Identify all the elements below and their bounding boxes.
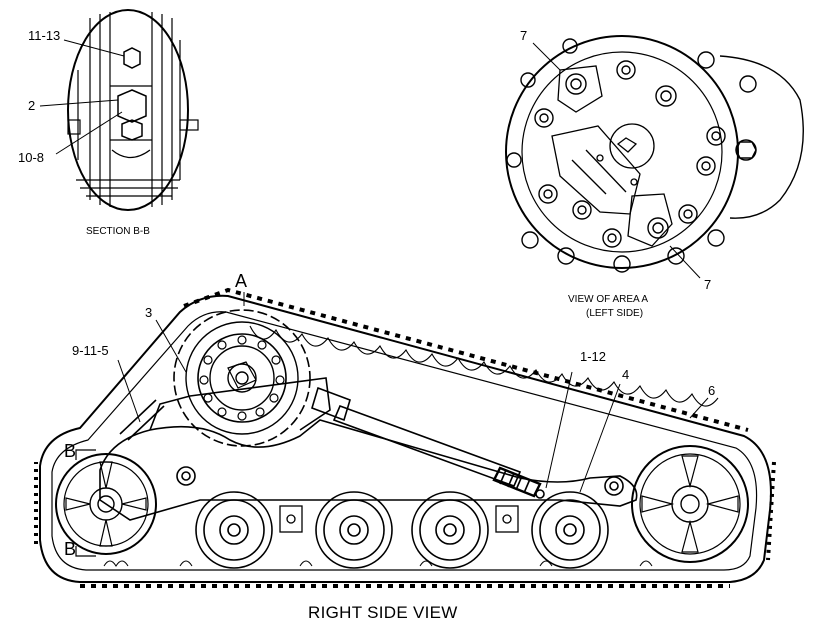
callout-1-12: 1-12 xyxy=(580,349,607,364)
callout-3: 3 xyxy=(145,305,153,320)
callout-10-8: 10-8 xyxy=(18,150,45,165)
callout-7-top: 7 xyxy=(520,28,528,43)
callout-9-11-5: 9-11-5 xyxy=(72,343,109,358)
idler-wheels xyxy=(55,445,749,563)
callout-6: 6 xyxy=(708,383,716,398)
track-frame xyxy=(99,377,638,521)
view-marker-a: A xyxy=(235,271,248,291)
area-a-caption-line1: VIEW OF AREA A xyxy=(568,294,649,305)
area-a-view xyxy=(505,35,804,279)
callout-2: 2 xyxy=(28,98,36,113)
road-wheels xyxy=(195,491,609,569)
callout-7-bottom: 7 xyxy=(704,277,712,292)
section-bb-caption: SECTION B-B xyxy=(86,226,150,237)
drive-sprocket xyxy=(173,309,311,447)
hydraulic-tensioner xyxy=(311,386,545,499)
callout-11-13: 11-13 xyxy=(28,28,61,43)
right-side-view-caption: RIGHT SIDE VIEW xyxy=(308,603,458,622)
track-belt xyxy=(34,287,776,588)
section-marker-b-top: B xyxy=(64,441,77,461)
area-a-caption-line2: (LEFT SIDE) xyxy=(586,308,644,319)
section-bb-view xyxy=(39,9,199,211)
section-marker-b-bottom: B xyxy=(64,539,77,559)
callout-4: 4 xyxy=(622,367,630,382)
leader-lines xyxy=(75,292,709,557)
